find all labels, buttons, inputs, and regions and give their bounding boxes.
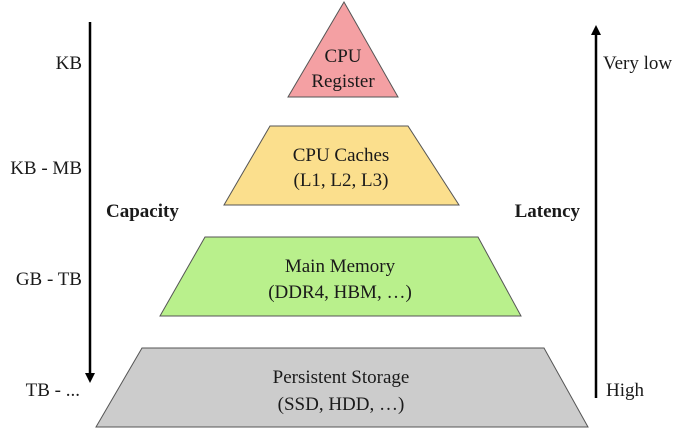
- capacity-label-tb: TB - ...: [26, 380, 80, 401]
- latency-label-very-low: Very low: [603, 53, 672, 74]
- tier-caches-label-line1: CPU Caches: [293, 145, 390, 166]
- tier-storage-shape: [95, 347, 589, 428]
- capacity-label-kb-mb: KB - MB: [10, 158, 82, 179]
- capacity-label-gb-tb: GB - TB: [16, 269, 82, 290]
- tier-memory-label-line1: Main Memory: [285, 256, 396, 277]
- tier-memory-shape: [159, 236, 522, 317]
- tier-memory-label-line2: (DDR4, HBM, …): [268, 282, 412, 303]
- latency-title: Latency: [515, 201, 581, 222]
- tier-register-label-line2: Register: [311, 71, 375, 92]
- tier-storage-label-line2: (SSD, HDD, …): [278, 394, 405, 415]
- capacity-label-kb: KB: [56, 53, 82, 74]
- tier-register-shape: [287, 1, 399, 98]
- latency-label-high: High: [606, 380, 645, 401]
- tier-register-label-line1: CPU: [325, 46, 362, 67]
- tier-storage-label-line1: Persistent Storage: [273, 367, 410, 388]
- capacity-title: Capacity: [106, 201, 179, 222]
- tier-caches-label-line2: (L1, L2, L3): [294, 170, 389, 191]
- tier-caches-shape: [223, 125, 460, 206]
